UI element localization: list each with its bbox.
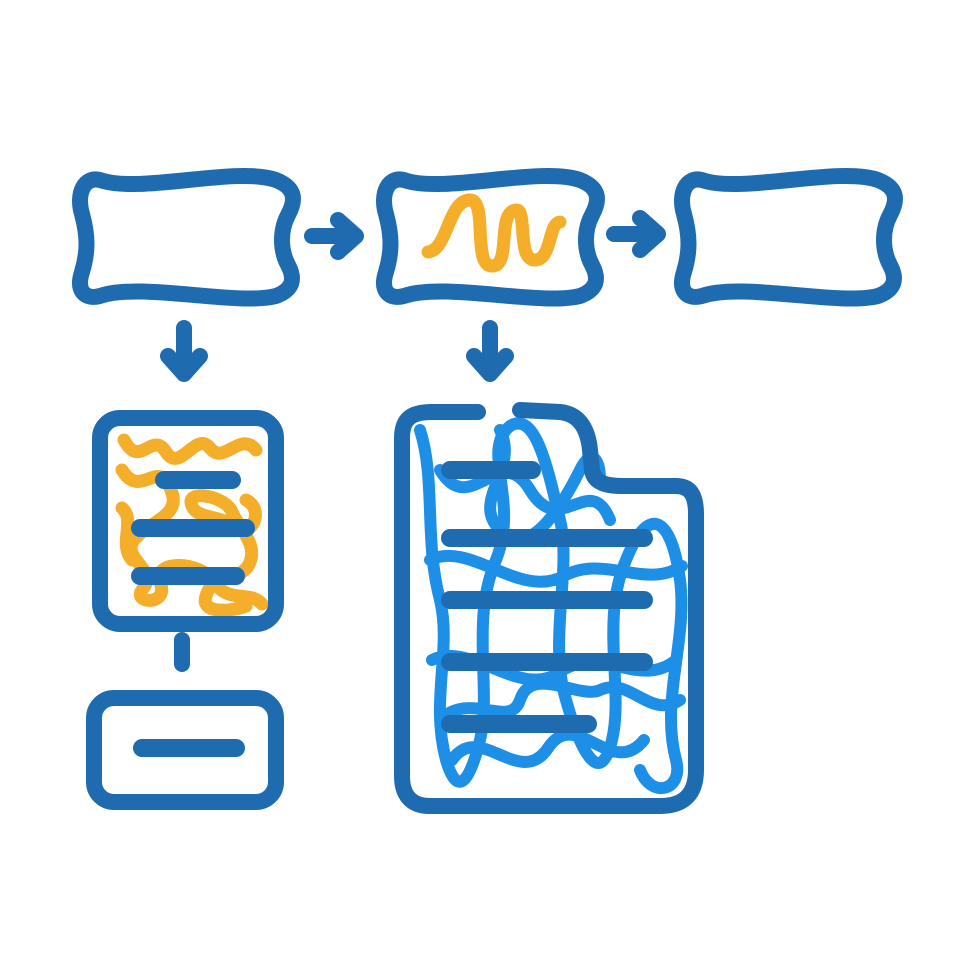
- document-lines: [441, 461, 653, 733]
- document: [394, 402, 704, 814]
- process-box-3: [674, 167, 903, 307]
- arrow-down-1: [160, 320, 208, 382]
- arrow-right-2: [606, 210, 666, 258]
- list-panel-lines: [131, 471, 255, 585]
- process-box-2: [376, 167, 605, 307]
- result-box: [86, 690, 284, 810]
- arrow-right-1: [304, 212, 364, 260]
- process-box-2-fill: [421, 193, 567, 273]
- list-panel-fill: [115, 433, 269, 617]
- list-panel: [92, 410, 284, 632]
- document-fill: [414, 417, 688, 795]
- arrow-down-2: [466, 320, 514, 382]
- process-box-1: [72, 167, 301, 307]
